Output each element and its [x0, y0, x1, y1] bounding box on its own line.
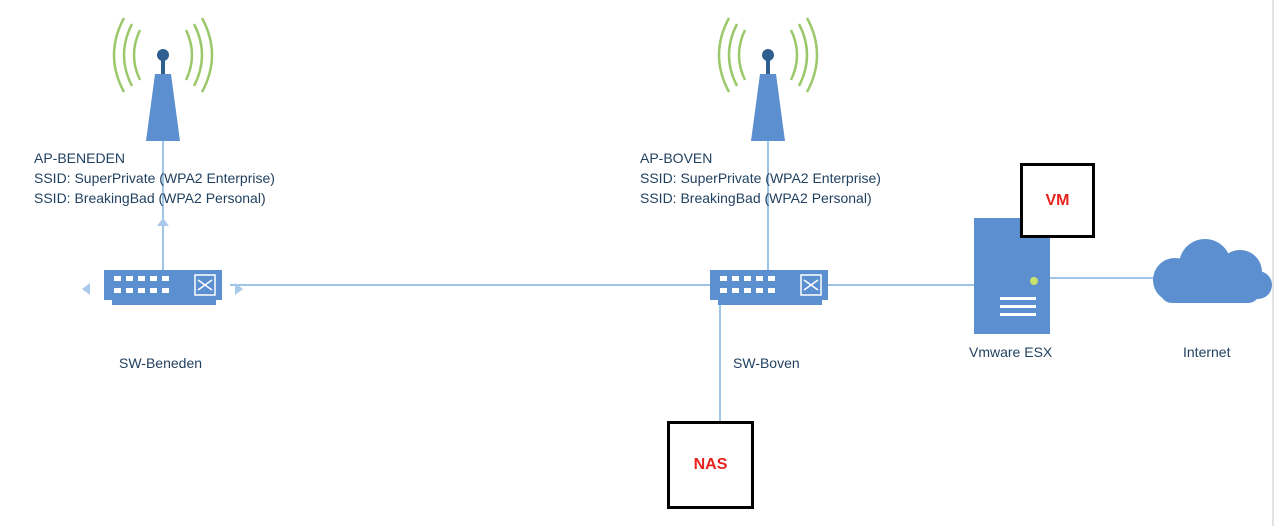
ap-boven-name: AP-BOVEN — [640, 150, 713, 166]
cloud-icon — [1153, 239, 1272, 303]
vm-label: VM — [1045, 191, 1070, 209]
arrow-right-icon — [235, 283, 243, 295]
ap-beneden-ssid-2: SSID: BreakingBad (WPA2 Personal) — [34, 190, 266, 206]
ap-beneden-name: AP-BENEDEN — [34, 150, 126, 166]
connection-lines — [162, 140, 1158, 422]
ap-boven-ssid-1: SSID: SuperPrivate (WPA2 Enterprise) — [640, 170, 881, 186]
antenna-icon-beneden — [112, 17, 214, 141]
internet-label: Internet — [1183, 344, 1231, 360]
page-edge-divider — [1272, 0, 1274, 526]
arrow-left-icon — [82, 283, 90, 295]
switch-icon-boven — [710, 270, 828, 305]
sw-boven-label: SW-Boven — [733, 355, 800, 371]
ap-beneden-info: AP-BENEDEN SSID: SuperPrivate (WPA2 Ente… — [34, 148, 275, 208]
arrow-up-icon — [157, 218, 169, 226]
antenna-icon-boven — [717, 17, 819, 141]
ap-boven-ssid-2: SSID: BreakingBad (WPA2 Personal) — [640, 190, 872, 206]
nas-box: NAS — [667, 421, 754, 509]
sw-beneden-label: SW-Beneden — [119, 355, 203, 371]
nas-label: NAS — [693, 456, 728, 473]
connector-arrows — [82, 218, 243, 295]
server-label: Vmware ESX — [969, 344, 1053, 360]
switch-icon-beneden — [104, 270, 222, 305]
ap-beneden-ssid-1: SSID: SuperPrivate (WPA2 Enterprise) — [34, 170, 275, 186]
vm-box: VM — [1020, 163, 1095, 238]
ap-boven-info: AP-BOVEN SSID: SuperPrivate (WPA2 Enterp… — [640, 148, 881, 208]
